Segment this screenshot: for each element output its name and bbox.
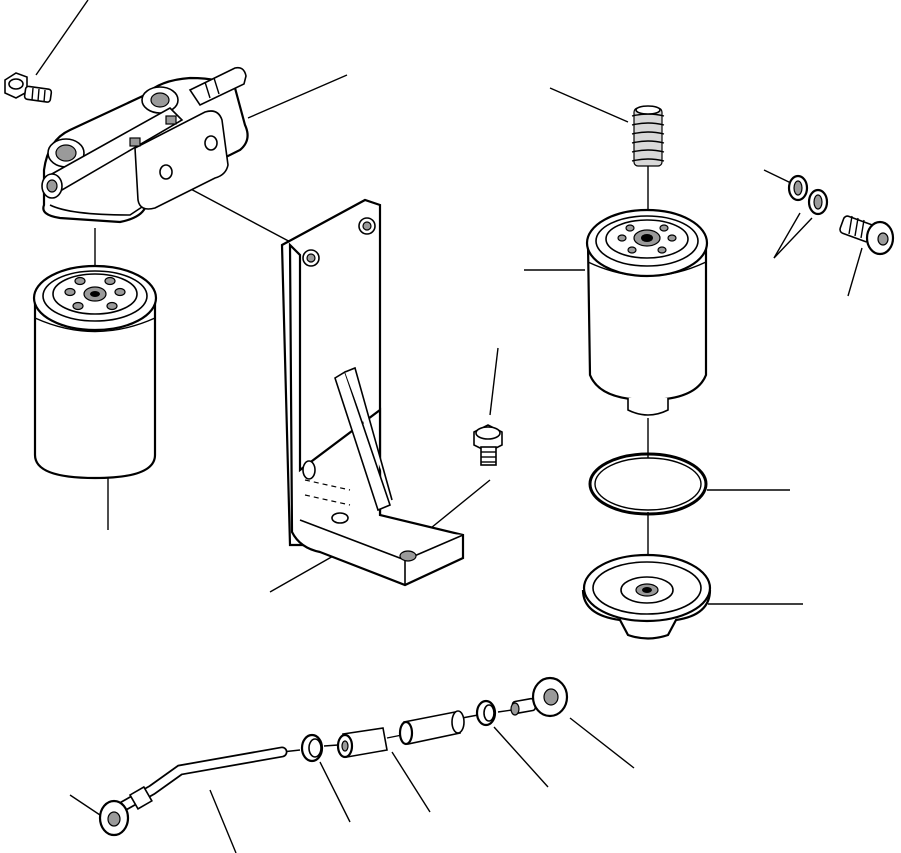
bolt-top-left-icon [4, 72, 53, 103]
hose-clamp-2-icon [475, 699, 497, 727]
o-ring-icon [588, 452, 708, 516]
filter-cartridge-left-icon [32, 264, 158, 480]
banjo-fitting-icon [510, 676, 569, 718]
hose-sleeve-2-icon [398, 710, 465, 746]
banjo-bolt-icon [839, 215, 895, 256]
mounting-bracket-icon [280, 198, 465, 587]
gasket-rings-icon [787, 174, 829, 216]
bolt-bracket-icon [473, 424, 503, 466]
hose-sleeve-1-icon [336, 727, 388, 759]
filter-cartridge-right-icon [585, 208, 709, 416]
filter-head-icon [41, 66, 249, 224]
hose-pipe-icon [98, 746, 288, 837]
spring-plug-icon [631, 105, 665, 167]
hose-clamp-1-icon [300, 733, 324, 763]
bowl-icon [581, 553, 712, 640]
